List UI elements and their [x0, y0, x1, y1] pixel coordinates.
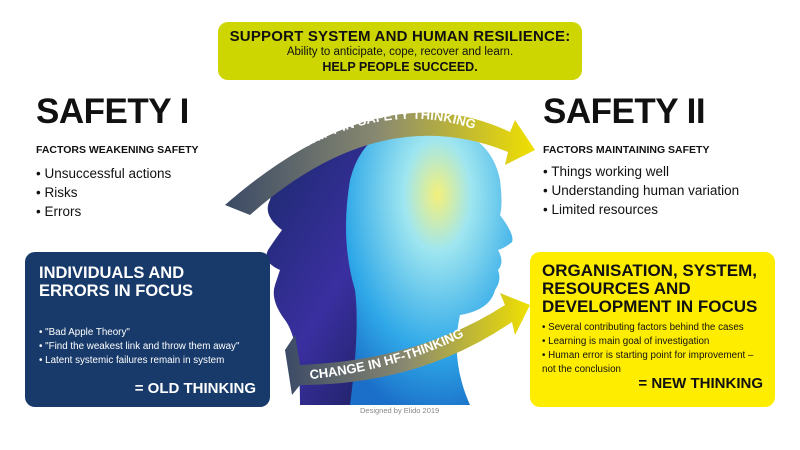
safety1-section: SAFETY I FACTORS WEAKENING SAFETY Unsucc…: [36, 92, 199, 221]
new-thinking-label: = NEW THINKING: [638, 375, 763, 392]
banner-tagline: HELP PEOPLE SUCCEED.: [322, 60, 478, 74]
list-item: Unsuccessful actions: [36, 164, 199, 183]
list-item: Risks: [36, 183, 199, 202]
safety2-title: SAFETY II: [543, 92, 706, 131]
credit-text: Designed by Elido 2019: [360, 406, 440, 415]
list-item: Errors: [36, 202, 199, 221]
top-arrow-band: [225, 112, 535, 215]
list-item: Several contributing factors behind the …: [542, 321, 763, 335]
list-item: Understanding human variation: [543, 181, 739, 200]
list-item: Limited resources: [543, 200, 739, 219]
old-thinking-box: INDIVIDUALS AND ERRORS IN FOCUS "Bad App…: [25, 252, 270, 407]
new-box-title: ORGANISATION, SYSTEM, RESOURCES AND DEVE…: [542, 261, 758, 316]
list-item: Latent systemic failures remain in syste…: [39, 354, 256, 368]
safety2-section: SAFETY II FACTORS MAINTAINING SAFETY Thi…: [543, 92, 739, 219]
resilience-banner: SUPPORT SYSTEM AND HUMAN RESILIENCE: Abi…: [218, 22, 582, 80]
new-thinking-box: ORGANISATION, SYSTEM, RESOURCES AND DEVE…: [530, 252, 775, 407]
banner-title: SUPPORT SYSTEM AND HUMAN RESILIENCE:: [229, 28, 571, 45]
list-item: Learning is main goal of investigation: [542, 335, 763, 349]
list-item: "Find the weakest link and throw them aw…: [39, 340, 256, 354]
safety1-subtitle: FACTORS WEAKENING SAFETY: [36, 144, 199, 156]
old-thinking-label: = OLD THINKING: [134, 380, 256, 397]
list-item: "Bad Apple Theory": [39, 326, 256, 340]
safety1-title: SAFETY I: [36, 92, 189, 131]
bottom-arrow-band: [285, 293, 530, 395]
list-item: Human error is starting point for improv…: [542, 349, 767, 377]
light-head-silhouette: [346, 124, 513, 405]
old-box-title: INDIVIDUALS AND ERRORS IN FOCUS: [39, 264, 194, 300]
safety2-subtitle: FACTORS MAINTAINING SAFETY: [543, 144, 710, 156]
banner-subtitle: Ability to anticipate, cope, recover and…: [286, 46, 514, 58]
list-item: Things working well: [543, 162, 739, 181]
